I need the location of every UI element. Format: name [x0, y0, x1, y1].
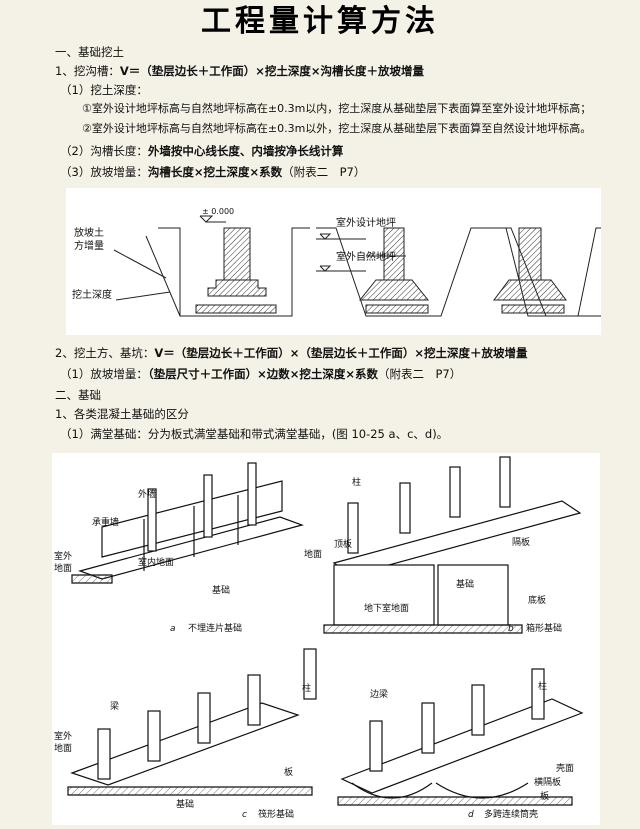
- trench-section-drawing: ± 0.000 室外设计地坪 室外自然地坪 放坡土 方增量 挖土深度: [72, 207, 601, 317]
- footing-1: [207, 279, 267, 297]
- panel-d-caption: 多跨连续筒壳: [484, 808, 538, 820]
- pit-slope-ref: （附表二 P7）: [377, 367, 462, 381]
- label-outdoor-ground-a2: 地面: [54, 562, 72, 574]
- label-beam: 梁: [110, 700, 119, 712]
- panel-c-letter: c: [242, 810, 247, 820]
- length-rule: 外墙按中心线长度、内墙按净长线计算: [147, 144, 344, 158]
- label-bottom-slab: 底板: [528, 594, 546, 606]
- label-basement-floor: 地下室地面: [364, 602, 409, 614]
- footing-3: [493, 279, 567, 301]
- pit-slope-rule: （垫层尺寸＋工作面）×边数×挖土深度×系数: [147, 367, 378, 381]
- label-shell: 壳面: [556, 762, 574, 774]
- panel-b-caption: 箱形基础: [526, 622, 562, 634]
- depth-rule-1: ①室外设计地坪标高与自然地坪标高在±0.3m以内，挖土深度从基础垫层下表面算至室…: [82, 102, 592, 115]
- slope-ref: （附表二 P7）: [282, 165, 366, 179]
- label-outdoor-design: 室外设计地坪: [336, 216, 396, 229]
- label-column-c: 柱: [302, 682, 311, 694]
- foundation-types-drawing: 外墙 承重墙 室外 地面 室内地面 基础 a 不埋连片基础 柱 顶板 隔板 地面…: [54, 456, 584, 820]
- label-outdoor-ground-b: 地面: [304, 548, 322, 560]
- label-slope-add: 放坡土: [74, 226, 104, 239]
- depth-rule-2: ②室外设计地坪标高与自然地坪标高在±0.3m以外，挖土深度从基础垫层下表面算至自…: [82, 122, 592, 135]
- label-bearing-wall: 承重墙: [92, 516, 119, 528]
- slope-rule: 沟槽长度×挖土深度×系数: [147, 165, 283, 179]
- pad-2: [365, 304, 429, 314]
- length-line: （2）沟槽长度：外墙按中心线长度、内墙按净长线计算: [60, 143, 343, 159]
- foundation-types-figure: 外墙 承重墙 室外 地面 室内地面 基础 a 不埋连片基础 柱 顶板 隔板 地面…: [52, 453, 600, 825]
- label-edge-beam: 边梁: [370, 688, 388, 700]
- footing-2: [358, 279, 430, 301]
- label-slab-d: 板: [540, 790, 549, 802]
- panel-a-caption: 不埋连片基础: [188, 622, 242, 634]
- slope-prefix: （3）放坡增量：: [60, 165, 148, 179]
- label-foundation-b: 基础: [456, 578, 474, 590]
- trench-1-outline: [158, 227, 310, 317]
- label-column-d: 柱: [538, 680, 547, 692]
- section2-item1: 1、各类混凝土基础的区分: [55, 407, 189, 421]
- pad-3: [501, 304, 565, 314]
- trench-prefix: 1、挖沟槽：: [55, 64, 120, 78]
- label-elevation: ± 0.000: [202, 207, 234, 216]
- label-slab: 板: [284, 766, 293, 778]
- label-outdoor-ground-c: 室外: [54, 730, 72, 742]
- label-outdoor-ground-c2: 地面: [54, 742, 72, 754]
- panel-c-caption: 筏形基础: [258, 808, 294, 820]
- panel-b-letter: b: [508, 624, 514, 634]
- panel-a-letter: a: [170, 624, 176, 634]
- pad-1: [195, 304, 277, 314]
- depth-heading: （1）挖土深度：: [60, 83, 148, 97]
- wall-1: [223, 227, 251, 281]
- label-foundation-a: 基础: [212, 584, 230, 596]
- pit-slope-prefix: （1）放坡增量：: [60, 367, 148, 381]
- wall-3: [518, 227, 542, 281]
- pit-formula: V＝（垫层边长＋工作面）×（垫层边长＋工作面）×挖土深度＋放坡增量: [154, 346, 528, 360]
- panel-d-letter: d: [468, 810, 474, 820]
- section1-heading: 一、基础挖土: [55, 45, 124, 59]
- label-indoor-ground: 室内地面: [138, 556, 174, 568]
- label-outer-wall: 外墙: [138, 488, 156, 500]
- label-outdoor-natural: 室外自然地坪: [336, 250, 396, 263]
- trench-3-outline: [486, 227, 601, 317]
- label-foundation-c: 基础: [176, 798, 194, 810]
- label-partition: 隔板: [512, 536, 530, 548]
- slope-line: （3）放坡增量：沟槽长度×挖土深度×系数（附表二 P7）: [60, 164, 365, 180]
- page-title: 工程量计算方法: [201, 4, 439, 39]
- trench-section-figure: ± 0.000 室外设计地坪 室外自然地坪 放坡土 方增量 挖土深度: [66, 188, 601, 335]
- label-outdoor-ground-a: 室外: [54, 550, 72, 562]
- pit-slope-line: （1）放坡增量：（垫层尺寸＋工作面）×边数×挖土深度×系数（附表二 P7）: [60, 366, 461, 382]
- label-slope-add-2: 方增量: [74, 239, 104, 252]
- label-cross-partition: 横隔板: [534, 776, 561, 788]
- trench-line: 1、挖沟槽：V＝（垫层边长＋工作面）×挖土深度×沟槽长度＋放坡增量: [55, 63, 424, 79]
- section2-heading: 二、基础: [55, 388, 101, 402]
- section2-item1-sub: （1）满堂基础：分为板式满堂基础和带式满堂基础，(图 10-25 a、c、d)。: [60, 427, 449, 441]
- pit-prefix: 2、挖土方、基坑：: [55, 346, 155, 360]
- trench-formula: V＝（垫层边长＋工作面）×挖土深度×沟槽长度＋放坡增量: [119, 64, 424, 78]
- label-dig-depth: 挖土深度: [72, 288, 112, 301]
- label-column-b: 柱: [352, 476, 361, 488]
- length-prefix: （2）沟槽长度：: [60, 144, 148, 158]
- pit-line: 2、挖土方、基坑：V＝（垫层边长＋工作面）×（垫层边长＋工作面）×挖土深度＋放坡…: [55, 345, 528, 361]
- label-top-slab: 顶板: [334, 538, 352, 550]
